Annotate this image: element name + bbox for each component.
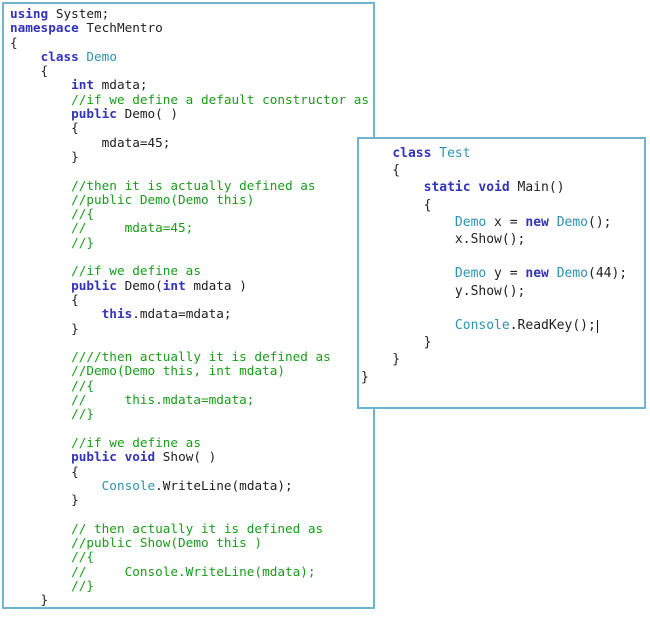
code-line[interactable]: } <box>361 369 369 385</box>
code-line[interactable]: //if we define as <box>10 263 201 279</box>
code-line[interactable]: //{ <box>10 549 95 565</box>
code-line[interactable]: //if we define a default constructor as <box>10 91 370 107</box>
code-line[interactable]: { <box>10 63 49 79</box>
code-line[interactable]: Demo y = new Demo(44); <box>454 266 628 282</box>
code-line[interactable]: //public Demo(Demo this) <box>10 191 255 207</box>
code-line[interactable]: using System; <box>10 6 110 21</box>
demo-code-editor[interactable]: using System;namespace TechMentro{ class… <box>4 4 373 607</box>
code-line[interactable]: //if we define as <box>10 434 201 450</box>
code-line[interactable]: ////then actually it is defined as <box>10 349 331 365</box>
code-line[interactable]: this.mdata=mdata; <box>101 306 232 322</box>
code-line[interactable]: //Demo(Demo this, int mdata) <box>10 363 285 379</box>
code-line[interactable]: Console.ReadKey(); <box>361 317 644 334</box>
code-line[interactable] <box>361 300 644 317</box>
code-line[interactable]: //{ <box>10 206 95 222</box>
text-caret <box>596 320 599 334</box>
code-line[interactable]: } <box>10 148 79 164</box>
code-line[interactable]: // mdata=45; <box>10 220 194 236</box>
code-line[interactable]: //{ <box>10 377 95 393</box>
code-line[interactable] <box>10 336 373 350</box>
code-line[interactable]: class Test <box>392 146 471 161</box>
code-line[interactable]: // Console.WriteLine(mdata); <box>10 563 316 579</box>
code-line[interactable]: namespace TechMentro <box>10 20 163 36</box>
code-line[interactable]: } <box>10 320 79 336</box>
code-line[interactable]: x.Show(); <box>361 232 526 248</box>
code-line[interactable]: } <box>361 335 432 351</box>
code-line[interactable] <box>10 164 373 178</box>
code-line[interactable]: static void Main() <box>423 180 565 196</box>
code-line[interactable] <box>361 248 644 265</box>
test-code-editor[interactable]: class Test { static void Main() { Demo x… <box>359 139 644 386</box>
code-line[interactable]: y.Show(); <box>361 283 526 299</box>
code-line[interactable]: Demo x = new Demo(); <box>454 214 612 230</box>
code-line[interactable]: } <box>361 352 401 368</box>
code-line[interactable]: { <box>10 463 79 479</box>
code-line[interactable]: Console.WriteLine(mdata); <box>101 477 293 493</box>
code-line[interactable]: //} <box>10 406 95 422</box>
code-line[interactable]: class Demo <box>40 48 117 64</box>
code-line[interactable]: // then actually it is defined as <box>10 520 324 536</box>
code-line[interactable]: public void Show( ) <box>71 449 217 465</box>
code-line[interactable]: public Demo(int mdata ) <box>71 277 247 293</box>
code-line[interactable] <box>10 507 373 521</box>
code-line[interactable] <box>10 422 373 436</box>
code-line[interactable]: int mdata; <box>71 77 148 93</box>
code-line[interactable]: //public Show(Demo this ) <box>10 534 263 550</box>
demo-code-panel: using System;namespace TechMentro{ class… <box>2 2 375 609</box>
code-line[interactable]: //} <box>10 234 95 250</box>
code-line[interactable]: public Demo( ) <box>71 106 179 122</box>
code-line[interactable]: { <box>10 34 18 50</box>
code-line[interactable]: } <box>10 492 79 508</box>
code-line[interactable]: { <box>361 197 432 213</box>
test-code-panel: class Test { static void Main() { Demo x… <box>357 137 646 409</box>
code-line[interactable]: } <box>10 592 49 608</box>
code-line[interactable]: { <box>10 120 79 136</box>
code-line[interactable]: { <box>10 291 79 307</box>
code-line[interactable]: { <box>361 163 401 179</box>
code-line[interactable]: mdata=45; <box>10 134 171 150</box>
code-line[interactable]: // this.mdata=mdata; <box>10 392 255 408</box>
code-line[interactable] <box>10 250 373 264</box>
code-line[interactable]: //then it is actually defined as <box>10 177 316 193</box>
code-line[interactable]: //} <box>10 577 95 593</box>
